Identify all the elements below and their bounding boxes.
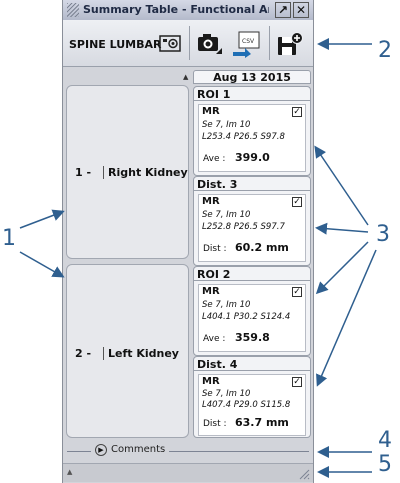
card-title: Dist. 4 [197,358,238,371]
measurement-card-dist-3[interactable]: Dist. 3 MR ✓ Se 7, Im 10 L252.8 P26.5 S9… [193,176,311,266]
callout-1-arrow-a [19,209,65,229]
series-image-text: Se 7, Im 10 [202,120,251,130]
coordinates-text: L404.1 P30.2 S124.4 [202,312,291,322]
card-tab: ROI 2 [193,266,311,282]
series-image-text: Se 7, Im 10 [202,300,251,310]
undock-icon[interactable]: ↗ [275,2,291,18]
callout-3-arrow-d [316,249,377,387]
export-csv-icon[interactable]: CSV [231,30,261,58]
callout-1: 1 [2,226,16,251]
drag-grip-icon[interactable] [67,3,79,17]
status-bar: ▲ [63,463,313,482]
card-tab: Dist. 4 [193,356,311,372]
row-label: Left Kidney [103,347,179,360]
summary-table-panel: Summary Table - Functional An... ↗ ✕ SPI… [62,0,314,483]
modality-label: MR [202,286,220,297]
card-inner: MR ✓ Se 7, Im 10 L407.4 P29.0 S115.8 Dis… [198,374,306,436]
card-inner: MR ✓ Se 7, Im 10 L252.8 P26.5 S97.7 Dist… [198,194,306,262]
row-label: Right Kidney [103,166,188,179]
card-body: MR ✓ Se 7, Im 10 L252.8 P26.5 S97.7 Dist… [193,190,311,266]
callout-3: 3 [376,222,390,247]
card-title: Dist. 3 [197,178,238,191]
measurement-card-roi-2[interactable]: ROI 2 MR ✓ Se 7, Im 10 L404.1 P30.2 S124… [193,266,311,356]
measure-value: 60.2 mm [235,241,289,254]
close-icon[interactable]: ✕ [293,2,309,18]
callout-3-arrow-a [314,145,369,226]
measure-label: Dist : [203,419,227,429]
comments-bar[interactable]: ▶ Comments [63,442,313,460]
svg-text:CSV: CSV [242,38,255,45]
row-index: 1 - [75,166,92,179]
camera-icon[interactable] [197,32,223,56]
measure-value: 359.8 [235,331,270,344]
comments-label: Comments [111,444,166,455]
card-title: ROI 2 [197,268,231,281]
series-image-text: Se 7, Im 10 [202,389,251,399]
modality-label: MR [202,196,220,207]
measure-label: Ave : [203,334,226,344]
status-up-arrow-icon[interactable]: ▲ [67,468,73,476]
scroll-up-arrow-icon[interactable]: ▲ [183,73,189,81]
date-column-header: Aug 13 2015 [193,70,311,84]
protocol-settings-icon[interactable] [159,33,181,53]
card-inner: MR ✓ Se 7, Im 10 L253.4 P26.5 S97.8 Ave … [198,104,306,172]
measure-label: Dist : [203,244,227,254]
callout-4: 4 [378,428,392,453]
coordinates-text: L407.4 P29.0 S115.8 [202,400,291,410]
modality-label: MR [202,106,220,117]
card-tab: Dist. 3 [193,176,311,192]
measurement-card-roi-1[interactable]: ROI 1 MR ✓ Se 7, Im 10 L253.4 P26.5 S97.… [193,86,311,176]
card-body: MR ✓ Se 7, Im 10 L407.4 P29.0 S115.8 Dis… [193,370,311,438]
series-image-text: Se 7, Im 10 [202,210,251,220]
protocol-label: SPINE LUMBAR [69,38,162,51]
save-add-icon[interactable] [277,32,303,58]
expand-comments-icon[interactable]: ▶ [95,444,107,456]
resize-grip-icon[interactable] [298,468,310,480]
measure-label: Ave : [203,154,226,164]
card-checkbox[interactable]: ✓ [292,197,302,207]
coordinates-text: L252.8 P26.5 S97.7 [202,222,285,232]
card-checkbox[interactable]: ✓ [292,287,302,297]
card-body: MR ✓ Se 7, Im 10 L404.1 P30.2 S124.4 Ave… [193,280,311,356]
comments-divider [67,451,91,452]
measure-value: 63.7 mm [235,416,289,429]
toolbar: SPINE LUMBAR CSV [63,20,313,67]
callout-3-arrow-c [315,241,369,295]
callout-3-arrow-b [315,222,369,235]
measure-value: 399.0 [235,151,270,164]
toolbar-separator [269,26,270,60]
row-index: 2 - [75,347,92,360]
measurement-card-dist-4[interactable]: Dist. 4 MR ✓ Se 7, Im 10 L407.4 P29.0 S1… [193,356,311,438]
card-title: ROI 1 [197,88,231,101]
row-header-right-kidney[interactable]: 1 - Right Kidney [66,85,189,259]
toolbar-separator [189,26,190,60]
card-checkbox[interactable]: ✓ [292,377,302,387]
window-title: Summary Table - Functional An... [83,3,269,16]
callout-2: 2 [378,38,392,63]
modality-label: MR [202,376,220,387]
card-checkbox[interactable]: ✓ [292,107,302,117]
card-tab: ROI 1 [193,86,311,102]
callout-1-arrow-b [19,251,65,278]
card-body: MR ✓ Se 7, Im 10 L253.4 P26.5 S97.8 Ave … [193,100,311,176]
row-header-left-kidney[interactable]: 2 - Left Kidney [66,264,189,438]
comments-divider [169,451,309,452]
callout-5: 5 [378,452,392,477]
coordinates-text: L253.4 P26.5 S97.8 [202,132,285,142]
card-inner: MR ✓ Se 7, Im 10 L404.1 P30.2 S124.4 Ave… [198,284,306,352]
